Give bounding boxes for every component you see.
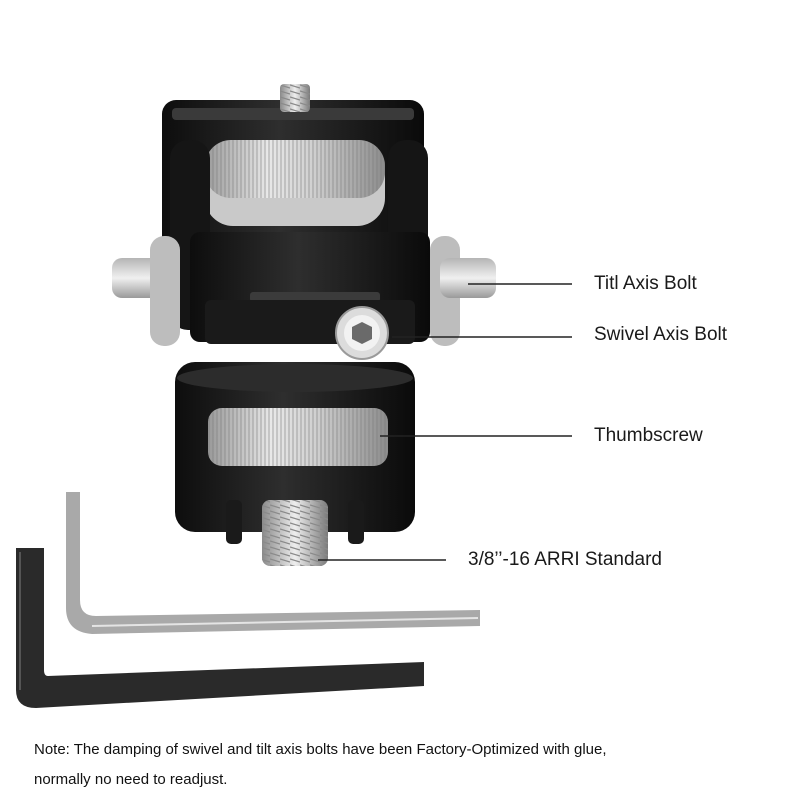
note-line-1: Note: The damping of swivel and tilt axi… xyxy=(34,741,607,758)
label-arri-standard: 3/8’’-16 ARRI Standard xyxy=(468,549,662,570)
hex-key-large xyxy=(16,548,424,708)
tilt-axis-bolt-right xyxy=(430,236,496,346)
label-thumbscrew: Thumbscrew xyxy=(594,425,703,446)
locating-pin-right xyxy=(348,500,364,544)
top-screw xyxy=(280,84,310,112)
center-block xyxy=(190,232,430,344)
swivel-axis-bolt xyxy=(335,306,389,360)
arri-screw xyxy=(262,500,328,566)
thumbscrew-knob xyxy=(208,408,388,466)
hex-key-small xyxy=(66,492,480,634)
tilt-axis-bolt-left xyxy=(112,236,180,346)
locating-pin-left xyxy=(226,500,242,544)
top-knurled-knob xyxy=(205,140,385,226)
label-swivel-axis-bolt: Swivel Axis Bolt xyxy=(594,324,728,345)
note-text: Note: The damping of swivel and tilt axi… xyxy=(34,735,774,795)
note-line-2: normally no need to readjust. xyxy=(34,771,228,788)
label-tilt-axis-bolt: Titl Axis Bolt xyxy=(594,273,697,294)
